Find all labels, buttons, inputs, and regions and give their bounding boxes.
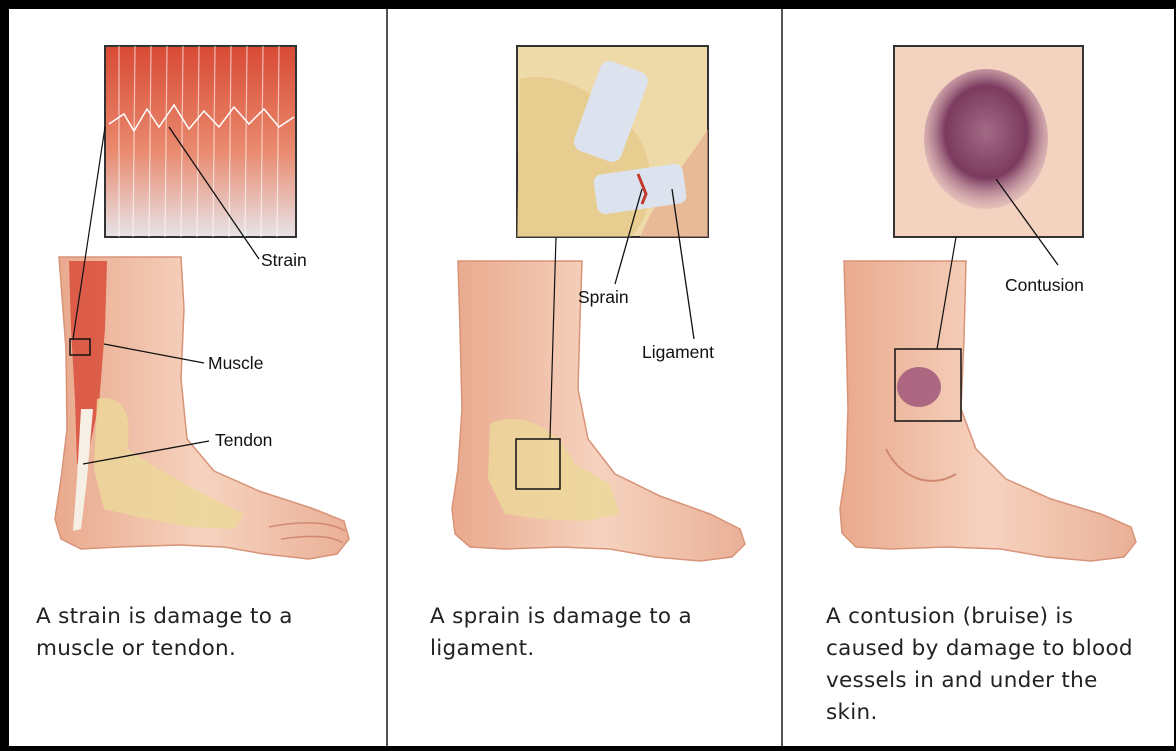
contusion-illustration: Contusion	[806, 9, 1174, 589]
strain-illustration: Strain Muscle Tendon	[9, 9, 386, 589]
muscle-label: Muscle	[208, 353, 263, 373]
strain-panel: Strain Muscle Tendon A strain is damage …	[9, 9, 386, 746]
panel-divider	[386, 9, 388, 746]
contusion-panel: Contusion A contusion (bruise) is caused…	[806, 9, 1174, 746]
tendon-label: Tendon	[215, 430, 272, 450]
sprain-illustration: Sprain Ligament	[410, 9, 782, 589]
contusion-label: Contusion	[1005, 275, 1084, 295]
sprain-panel: Sprain Ligament A sprain is damage to a …	[410, 9, 782, 746]
sprain-label: Sprain	[578, 287, 629, 307]
strain-label: Strain	[261, 250, 307, 270]
ligament-label: Ligament	[642, 342, 714, 362]
sprain-caption: A sprain is damage to a ligament.	[430, 601, 760, 665]
strain-caption: A strain is damage to a muscle or tendon…	[36, 601, 366, 665]
contusion-caption: A contusion (bruise) is caused by damage…	[826, 601, 1141, 729]
